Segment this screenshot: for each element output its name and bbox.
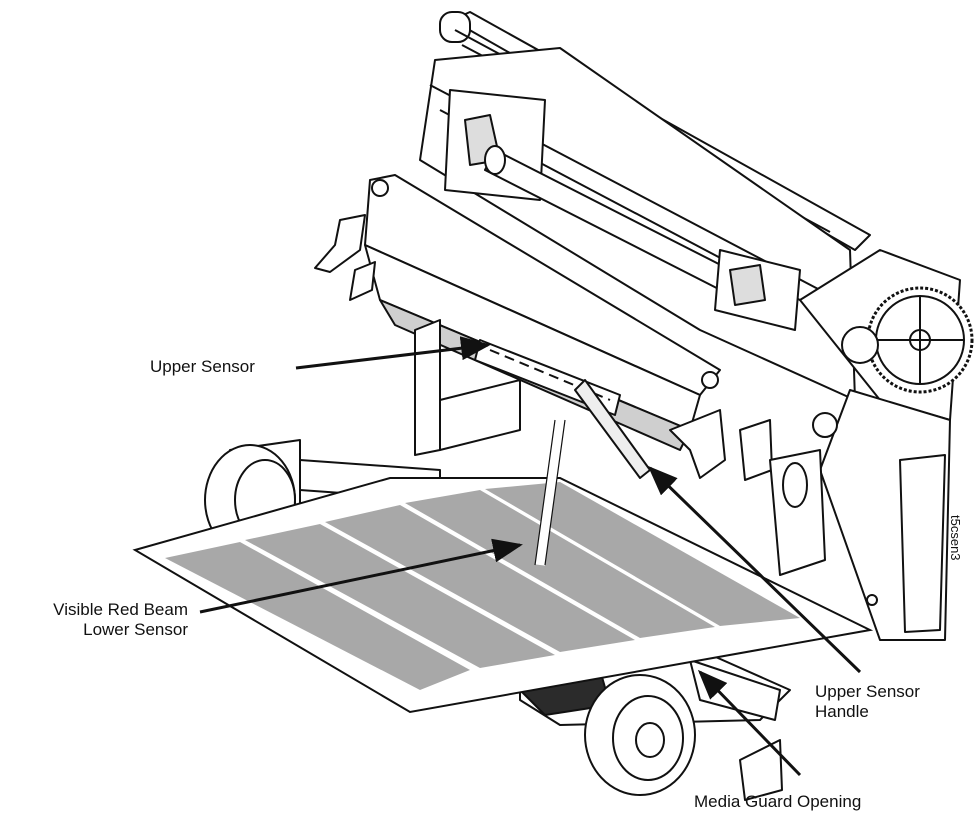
media-web: [132, 419, 874, 714]
red-beam-label-line2: Lower Sensor: [83, 620, 188, 639]
upper-sensor-handle-label: Upper Sensor Handle: [815, 682, 920, 722]
handle-leader: [647, 465, 862, 674]
red-beam-leader: [199, 538, 523, 614]
media-guard-label: Media Guard Opening: [694, 792, 862, 811]
beam-path: [535, 419, 565, 566]
printhead-assembly: [314, 11, 974, 641]
handle-label-line1: Upper Sensor: [815, 682, 920, 701]
red-beam-label-line1: Visible Red Beam: [53, 600, 188, 619]
upper-sensor-leader: [295, 336, 491, 370]
handle-label-line2: Handle: [815, 702, 869, 721]
media-guard-leader: [697, 669, 802, 777]
upper-sensor-label: Upper Sensor: [150, 357, 255, 376]
leader-lines: [199, 336, 862, 777]
figure-id: t5csen3: [948, 515, 963, 561]
red-beam-label: Visible Red Beam Lower Sensor: [10, 600, 188, 640]
label-strips: [165, 482, 800, 690]
lower-roller-assembly: [204, 439, 791, 801]
